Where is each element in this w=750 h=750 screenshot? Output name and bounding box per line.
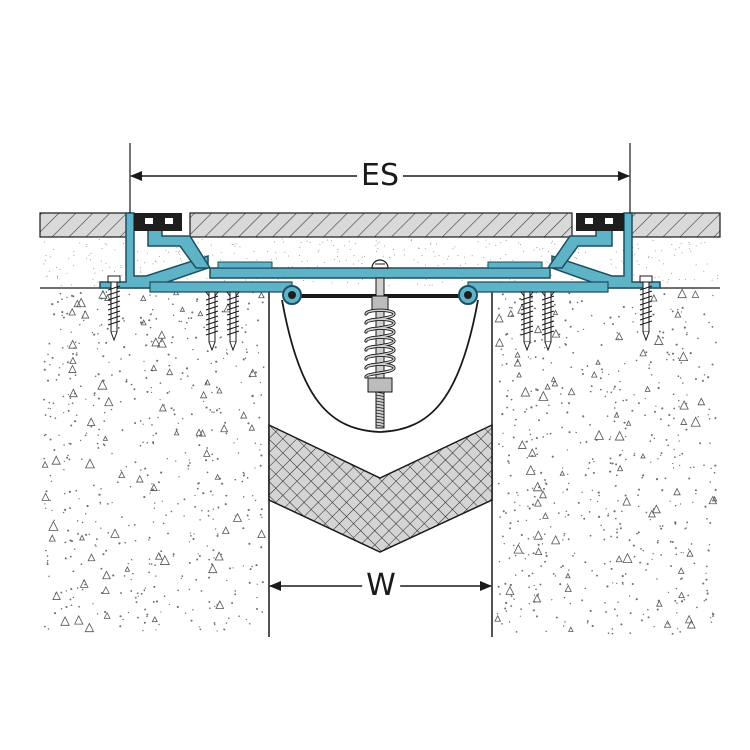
finish-floor-right xyxy=(629,212,721,238)
center-rod-assembly xyxy=(282,285,478,305)
finish-floor-left xyxy=(39,212,133,238)
right-frame-extrusion xyxy=(546,212,661,289)
right-gasket xyxy=(576,213,624,231)
finish-floor-center xyxy=(189,212,573,238)
bolt-icon xyxy=(367,259,393,429)
concrete-speckle-left xyxy=(41,288,266,633)
screw-icon xyxy=(107,275,653,352)
center-cover-plate xyxy=(149,261,609,293)
concrete-speckle-right xyxy=(494,288,718,635)
spring-icon xyxy=(364,308,396,379)
vapor-barrier xyxy=(281,299,479,433)
es-dimension-label: ES xyxy=(357,159,403,193)
left-gasket xyxy=(134,213,182,231)
w-dimension-label: W xyxy=(362,569,400,603)
foam-filler xyxy=(268,423,493,553)
